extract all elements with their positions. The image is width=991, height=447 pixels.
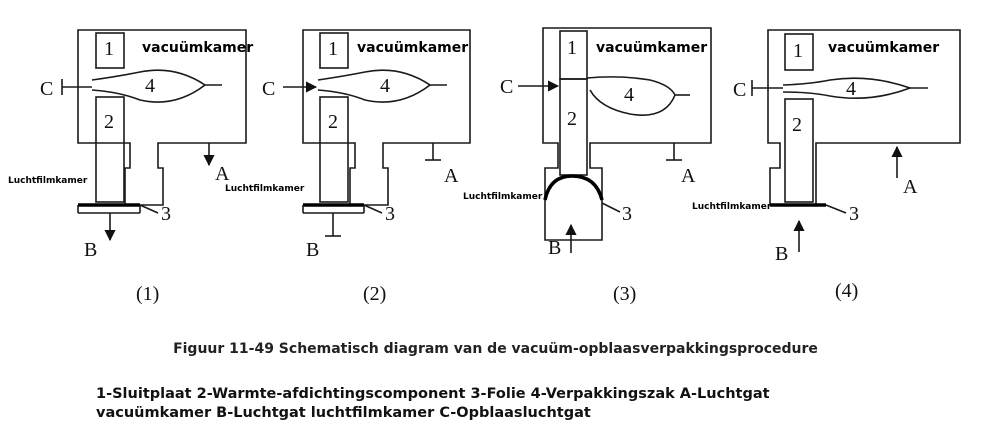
panel-1: vacuümkamer 1 4 C 2 3 B A Luchtfilmkamer… xyxy=(8,29,305,305)
vacuum-chamber-label: vacuümkamer xyxy=(828,40,939,56)
label-c: C xyxy=(262,78,275,100)
label-2: 2 xyxy=(567,108,577,130)
label-4: 4 xyxy=(624,84,634,106)
label-a: A xyxy=(681,165,696,187)
air-film-chamber-label: Luchtfilmkamer xyxy=(692,202,772,212)
air-film-chamber-label: Luchtfilmkamer xyxy=(463,192,543,202)
panel-caption: (4) xyxy=(835,280,858,302)
panel-caption: (2) xyxy=(363,283,386,305)
heat-sealing-component xyxy=(784,98,814,203)
air-film-chamber-label: Luchtfilmkamer xyxy=(8,176,88,186)
sealing-plate xyxy=(95,32,125,69)
vacuum-chamber-label: vacuümkamer xyxy=(596,40,707,56)
label-3: 3 xyxy=(622,203,632,225)
sealing-plate xyxy=(319,32,349,69)
chamber-outline xyxy=(542,27,712,241)
label-2: 2 xyxy=(328,111,338,133)
panel-2: vacuümkamer 1 4 C 2 3 B A (2) xyxy=(262,29,471,305)
label-2: 2 xyxy=(104,111,114,133)
vacuum-chamber-label: vacuümkamer xyxy=(142,40,253,56)
label-4: 4 xyxy=(145,75,155,97)
panel-caption: (3) xyxy=(613,283,636,305)
heat-sealing-component xyxy=(95,96,125,203)
label-b: B xyxy=(306,239,319,261)
label-3: 3 xyxy=(161,203,171,225)
label-1: 1 xyxy=(328,38,338,60)
figure-legend: 1-Sluitplaat 2-Warmte-afdichtingscompone… xyxy=(96,386,770,421)
label-4: 4 xyxy=(846,78,856,100)
panel-caption: (1) xyxy=(136,283,159,305)
label-3: 3 xyxy=(385,203,395,225)
sealing-plate xyxy=(784,33,814,71)
chamber-outline xyxy=(302,29,471,206)
figure-caption: Figuur 11-49 Schematisch diagram van de … xyxy=(173,341,818,357)
vacuum-chamber-label: vacuümkamer xyxy=(357,40,468,56)
label-1: 1 xyxy=(104,38,114,60)
label-c: C xyxy=(733,79,746,101)
label-b: B xyxy=(775,243,788,265)
label-a: A xyxy=(444,165,459,187)
air-film-chamber-label-2: Luchtfilmkamer xyxy=(225,184,305,194)
label-a: A xyxy=(215,163,230,185)
label-4: 4 xyxy=(380,75,390,97)
label-b: B xyxy=(548,237,561,259)
chamber-outline xyxy=(77,29,247,206)
foil xyxy=(543,174,604,201)
label-a: A xyxy=(903,176,918,198)
panel-3: vacuümkamer 1 4 C 2 3 B A Luchtfilmkamer… xyxy=(463,27,712,305)
label-b: B xyxy=(84,239,97,261)
label-1: 1 xyxy=(793,40,803,62)
label-3: 3 xyxy=(849,203,859,225)
heat-sealing-component xyxy=(319,96,349,203)
label-c: C xyxy=(500,76,513,98)
panel-4: vacuümkamer 1 4 C 2 3 B A Luchtfilmkamer… xyxy=(692,29,961,302)
label-1: 1 xyxy=(567,37,577,59)
label-2: 2 xyxy=(792,114,802,136)
label-c: C xyxy=(40,78,53,100)
